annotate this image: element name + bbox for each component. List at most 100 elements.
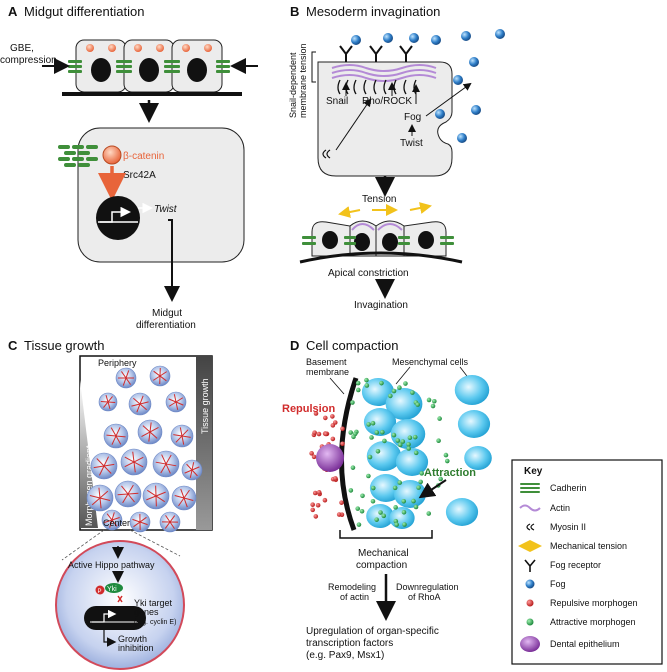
rho-rock-label: Rho/ROCK (362, 96, 412, 107)
cell-cluster (98, 392, 118, 412)
attractive-dot (426, 397, 432, 403)
mechanical-label: compaction (356, 560, 407, 571)
tissue-growth-bar (196, 356, 212, 530)
attractive-dot (350, 465, 356, 470)
attractive-dot (380, 429, 385, 435)
attractive-dot (370, 498, 376, 504)
attractive-dot (374, 430, 380, 435)
repulsive-dot (309, 451, 314, 456)
attractive-dot (391, 432, 397, 438)
attractive-dot (411, 498, 416, 504)
basement-line (299, 251, 463, 264)
upregulation-label: transcription factors (306, 638, 393, 649)
cell-cluster (114, 480, 142, 508)
attractive-dot (401, 498, 407, 504)
panel-d-title: Cell compaction (306, 338, 399, 353)
attractive-dot (367, 454, 373, 460)
myosin-icon (322, 149, 331, 159)
attractive-dot (379, 380, 384, 386)
attractive-dot (407, 435, 413, 441)
attractive-dot (360, 493, 365, 499)
fog-receptor-icon (339, 45, 413, 62)
repulsive-dot (312, 430, 317, 435)
attractive-dot (444, 458, 450, 464)
cell-cluster (181, 459, 203, 481)
attractive-dot (369, 435, 374, 440)
key-label: Actin (550, 503, 570, 513)
repulsive-dot (322, 497, 328, 503)
nucleus (322, 231, 338, 249)
fog-receptor-icon (524, 559, 536, 572)
key-label: Fog receptor (550, 560, 601, 570)
key-label: Repulsive morphogen (550, 598, 638, 608)
tissue-growth-label: Tissue growth (200, 378, 210, 434)
cell-cluster (86, 484, 114, 512)
repulsive-dot (315, 502, 321, 508)
key-label: Cadherin (550, 483, 587, 493)
attractive-dot (400, 439, 406, 444)
flow-arrow (103, 630, 117, 647)
active-hippo-label: Active Hippo pathway (68, 560, 155, 570)
src42a-label: Src42A (123, 170, 156, 181)
attractive-dot (437, 416, 442, 421)
basement-label: Basement (306, 357, 347, 367)
fog-label: Fog (404, 112, 421, 123)
cell-cluster (170, 424, 194, 448)
attractive-dot (418, 479, 424, 485)
mechanical-label: Mechanical (358, 548, 409, 559)
beta-catenin-label: β-catenin (123, 151, 164, 162)
attractive-dot (397, 480, 403, 485)
phosphate-icon (95, 585, 105, 595)
attractive-dot (394, 522, 399, 527)
dental-epithelium-icon (316, 444, 344, 472)
panel-a-title: Midgut differentiation (24, 4, 144, 19)
attractive-dot (413, 504, 419, 510)
twist-label: Twist (400, 138, 423, 149)
tension-arrow-icon (338, 202, 432, 218)
key-frame (511, 459, 663, 665)
phospho-label: P (98, 589, 102, 595)
repulsive-dot (340, 441, 345, 447)
repulsive-dot-icon (526, 599, 534, 607)
downregulation-label: Downregulation (396, 582, 459, 592)
attractive-dot (416, 485, 421, 490)
mesenchymal-cell (457, 410, 491, 438)
side-label: membrane tension (298, 43, 308, 118)
attractive-dot (374, 517, 379, 522)
mesenchymal-cell (361, 378, 395, 406)
cell-cluster (149, 365, 171, 387)
attractive-dot (436, 438, 441, 443)
key-box: Key Cadherin Actin Myosin II Mechanical … (511, 459, 663, 665)
repulsive-dot (330, 414, 335, 419)
attractive-dot (350, 400, 355, 405)
attractive-dot (355, 387, 361, 393)
morphogen-gradient-label: Morphogen gradient (84, 445, 94, 526)
nucleus (91, 58, 111, 82)
attractive-dot (364, 377, 369, 383)
side-label: Snail-dependent (288, 52, 298, 118)
mesenchymal-label: Mesenchymal cells (392, 357, 469, 367)
cell-cluster (165, 391, 187, 413)
cadherin-icon (58, 145, 98, 167)
attractive-dot (355, 506, 361, 511)
repulsive-dot (313, 411, 319, 416)
repulsive-dot (323, 431, 329, 437)
mesenchymal-cell (366, 504, 394, 528)
flow-arrow (164, 219, 180, 302)
attraction-arrow (418, 479, 447, 499)
panel-b: B Mesoderm invagination (288, 4, 505, 311)
repulsive-dot (339, 500, 344, 505)
repulsive-dot (330, 436, 336, 442)
leader-line (395, 366, 411, 385)
attractive-dot (392, 485, 398, 491)
forces-label: compression (0, 55, 57, 66)
mesoderm-cell (317, 61, 453, 177)
attraction-label: Attraction (424, 467, 476, 479)
attractive-dot (397, 385, 402, 390)
yki-label: Yki (107, 586, 117, 593)
attractive-dot (415, 402, 420, 407)
mesenchymal-cells (361, 375, 492, 529)
repulsive-dot (332, 420, 338, 425)
repulsive-dot (311, 454, 317, 460)
